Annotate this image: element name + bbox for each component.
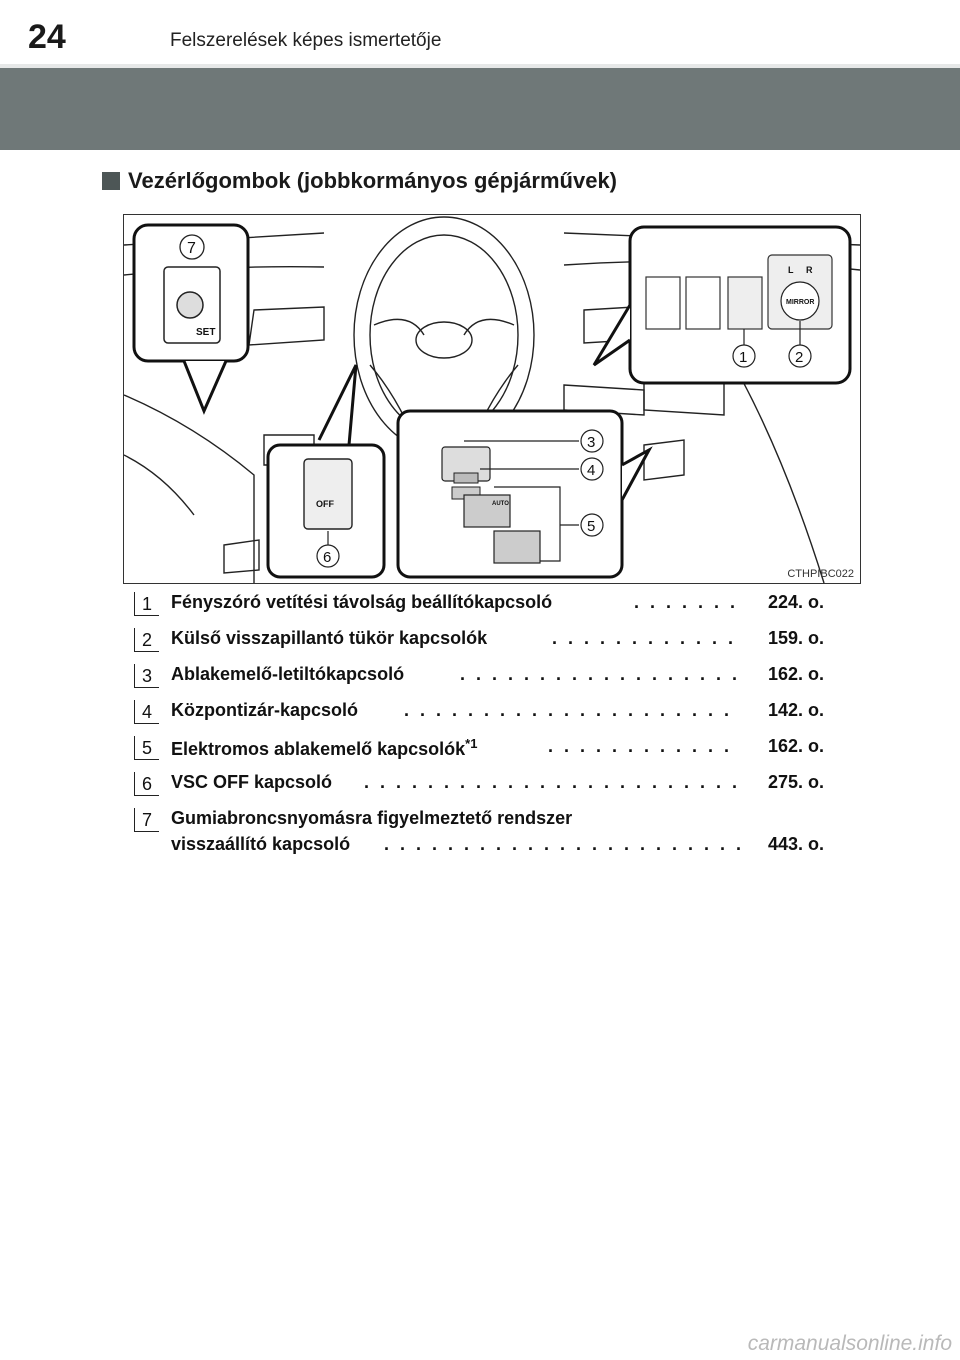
legend-text: Központizár-kapcsoló [171,700,359,720]
legend-number: 1 [134,592,159,616]
legend-text: Külső visszapillantó tükör kapcsolók [171,628,488,648]
callout-number-1: 1 [739,349,747,366]
legend-item-6: 6 VSC OFF kapcsoló . . . . . . . . . . .… [134,768,834,804]
leader-dots: . . . . . . . . . . . . . . . . . . . . … [404,700,740,720]
svg-text:MIRROR: MIRROR [786,299,814,306]
legend-item-5: 5 Elektromos ablakemelő kapcsolók*1 . . … [134,732,834,768]
callout-number-3: 3 [587,434,595,451]
legend-list: 1 Fényszóró vetítési távolság beállítóka… [134,588,834,862]
legend-number: 4 [134,700,159,724]
chapter-band [0,68,960,150]
page-number: 24 [28,18,66,56]
tire-pressure-reset-button [176,291,204,319]
svg-text:R: R [806,265,813,275]
legend-text: Elektromos ablakemelő kapcsolók*1 [171,736,478,759]
page-reference: 275. o. [767,772,824,792]
page-reference: 224. o. [767,592,824,612]
callout-number-2: 2 [795,349,803,366]
legend-text: VSC OFF kapcsoló [171,772,333,792]
page-reference: 142. o. [767,700,824,720]
legend-item-4: 4 Központizár-kapcsoló . . . . . . . . .… [134,696,834,732]
running-title: Felszerelések képes ismertetője [170,30,442,51]
svg-text:AUTO: AUTO [492,501,509,507]
page-header: 24 Felszerelések képes ismertetője [0,0,960,64]
page-reference: 443. o. [767,834,824,854]
leader-dots: . . . . . . . . . . . . . . . . [552,628,740,648]
legend-text: Gumiabroncsnyomásra figyelmeztető rendsz… [171,808,573,828]
page-reference: 162. o. [767,664,824,684]
header-divider [0,64,960,68]
dashboard-illustration: SET 7 L R MIRROR 1 2 [123,214,861,584]
watermark: carmanualsonline.info [747,1332,952,1355]
section-heading: Vezérlőgombok (jobbkormányos gépjárművek… [102,168,617,194]
legend-number: 3 [134,664,159,688]
callout-number-7: 7 [187,240,196,257]
set-label: SET [196,327,215,338]
leader-dots: . . . . . . . . . . . . . . . . . . . . … [364,772,740,792]
leader-dots: . . . . . . . . . . . . . . . . [548,736,740,756]
footnote-marker: *1 [465,736,478,751]
leader-dots: . . . . . . . . . [634,592,734,612]
legend-text: Ablakemelő-letiltókapcsoló [171,664,405,684]
callout-3-5-panel: AUTO 3 4 5 [396,409,653,579]
legend-number: 5 [134,736,159,760]
leader-dots: . . . . . . . . . . . . . . . . . . . . … [460,664,740,684]
heading-marker [102,172,120,190]
steering-wheel-hub [415,321,473,359]
callout-7-panel: SET 7 [132,223,250,415]
headlight-leveling-switch [727,276,763,330]
legend-number: 6 [134,772,159,796]
vsc-off-switch [303,458,353,530]
legend-number: 7 [134,808,159,832]
leader-dots: . . . . . . . . . . . . . . . . . . . . … [384,834,740,854]
legend-number: 2 [134,628,159,652]
legend-item-7: 7 Gumiabroncsnyomásra figyelmeztető rend… [134,804,834,862]
window-lock-switch [453,472,479,484]
section-heading-text: Vezérlőgombok (jobbkormányos gépjárművek… [128,168,618,193]
svg-text:OFF: OFF [316,499,334,509]
legend-text-line2: visszaállító kapcsoló [171,834,351,854]
callout-number-4: 4 [587,462,595,479]
legend-text: Fényszóró vetítési távolság beállítókapc… [171,592,553,612]
page-reference: 159. o. [767,628,824,648]
callout-1-2-panel: L R MIRROR 1 2 [592,225,852,385]
svg-text:L: L [788,265,794,275]
power-window-switch-rear [493,530,541,564]
callout-number-6: 6 [323,549,331,566]
legend-item-1: 1 Fényszóró vetítési távolság beállítóka… [134,588,834,624]
vent-left [248,306,325,346]
dashboard-drawing: SET 7 L R MIRROR 1 2 [124,216,860,583]
legend-item-2: 2 Külső visszapillantó tükör kapcsolók .… [134,624,834,660]
callout-number-5: 5 [587,518,595,535]
callout-6-panel: OFF 6 [266,364,386,579]
image-code: CTHPIBC022 [787,568,854,580]
page-reference: 162. o. [767,736,824,756]
power-window-switch-front [463,494,511,528]
legend-item-3: 3 Ablakemelő-letiltókapcsoló . . . . . .… [134,660,834,696]
